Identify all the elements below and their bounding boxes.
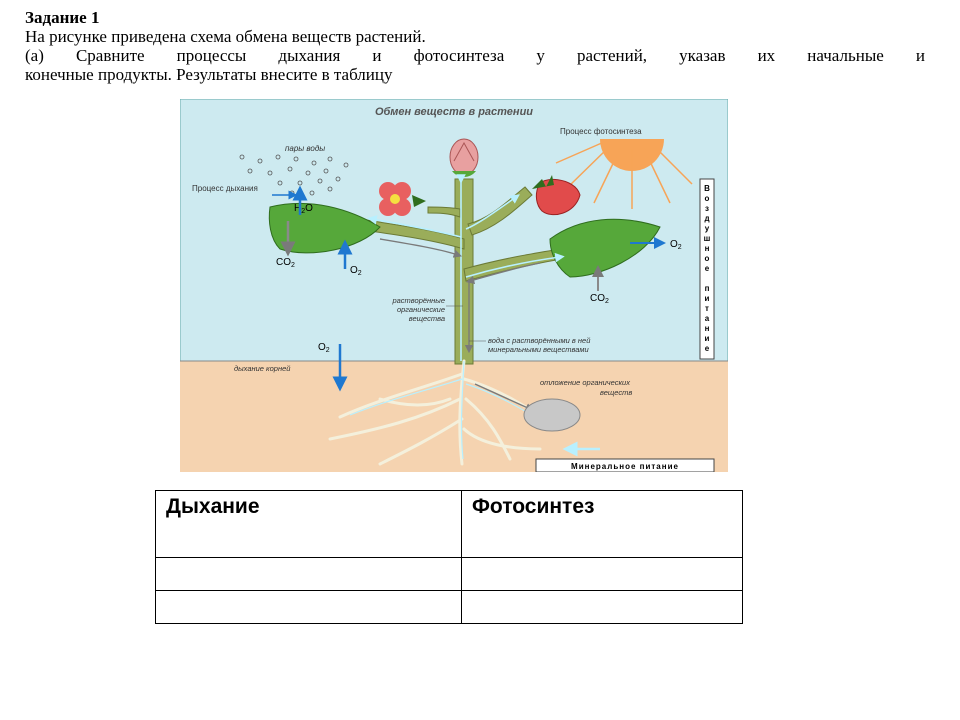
table-cell[interactable] <box>461 590 743 624</box>
flower-bud-icon <box>449 138 479 177</box>
o2-label-left: O2 <box>350 265 362 277</box>
o2-label-right: O2 <box>670 239 682 251</box>
table-cell[interactable] <box>155 590 462 624</box>
svg-text:ш: ш <box>704 234 711 243</box>
task-line-1: На рисунке приведена схема обмена вещест… <box>25 27 426 46</box>
root-respiration-label: дыхание корней <box>234 364 291 373</box>
svg-text:д: д <box>704 214 709 223</box>
organic-label-1: растворённые <box>391 296 445 305</box>
svg-text:у: у <box>705 224 710 233</box>
organic-deposit <box>523 398 581 432</box>
air-nutrition-label: В о з д у ш н о е п и т а н и е <box>704 184 711 353</box>
header-photosynthesis: Фотосинтез <box>461 490 743 558</box>
co2-label-right: CO2 <box>590 293 609 305</box>
right-leaf <box>549 218 661 278</box>
flower-icon <box>379 182 426 216</box>
svg-text:н: н <box>705 324 710 333</box>
mineral-nutrition-box <box>535 458 715 472</box>
sun-icon <box>555 139 693 209</box>
task-line-3: конечные продукты. Результаты внесите в … <box>25 65 393 84</box>
table-header-row: Дыхание Фотосинтез <box>155 490 743 558</box>
co2-label-left: CO2 <box>276 257 295 269</box>
organic-label-3: вещества <box>409 314 445 323</box>
photosynthesis-label: Процесс фотосинтеза <box>560 127 642 136</box>
organic-label-2: органические <box>397 305 445 314</box>
soil-background <box>180 361 728 472</box>
h2o-label: H2O <box>294 203 313 215</box>
task-line-2: (а) Сравните процессы дыхания и фотосинт… <box>25 46 925 65</box>
water-vapor-label: пары воды <box>285 144 325 153</box>
table-row <box>155 590 743 624</box>
figure-title: Обмен веществ в растении <box>375 106 533 118</box>
mineral-nutrition-label: Минеральное питание <box>571 462 679 471</box>
svg-text:о: о <box>705 254 710 263</box>
deposit-label-2: веществ <box>600 388 632 397</box>
table-row <box>155 557 743 591</box>
air-nutrition-box <box>699 178 715 360</box>
svg-text:н: н <box>705 244 710 253</box>
svg-text:и: и <box>705 294 710 303</box>
strawberry-icon <box>532 175 581 216</box>
answer-table: Дыхание Фотосинтез <box>155 490 743 624</box>
svg-text:о: о <box>705 194 710 203</box>
o2-label-roots: O2 <box>318 342 330 354</box>
respiration-label: Процесс дыхания <box>192 184 258 193</box>
svg-text:е: е <box>705 344 710 353</box>
table-cell[interactable] <box>461 557 743 591</box>
svg-text:а: а <box>705 314 710 323</box>
table-cell[interactable] <box>155 557 462 591</box>
svg-text:п: п <box>705 284 710 293</box>
svg-text:з: з <box>705 204 709 213</box>
task-text: Задание 1 На рисунке приведена схема обм… <box>25 8 925 84</box>
task-title: Задание 1 <box>25 8 100 27</box>
svg-text:и: и <box>705 334 710 343</box>
svg-text:В: В <box>704 184 710 193</box>
header-respiration: Дыхание <box>155 490 462 558</box>
svg-text:е: е <box>705 264 710 273</box>
svg-text:т: т <box>705 304 709 313</box>
roots <box>328 359 562 466</box>
deposit-label-1: отложение органических <box>540 378 630 387</box>
mineral-water-label-2: минеральными веществами <box>488 345 590 354</box>
mineral-water-label-1: вода с растворёнными в ней <box>488 336 591 345</box>
plant-metabolism-figure: Обмен веществ в растении Процесс фотосин… <box>180 99 728 472</box>
